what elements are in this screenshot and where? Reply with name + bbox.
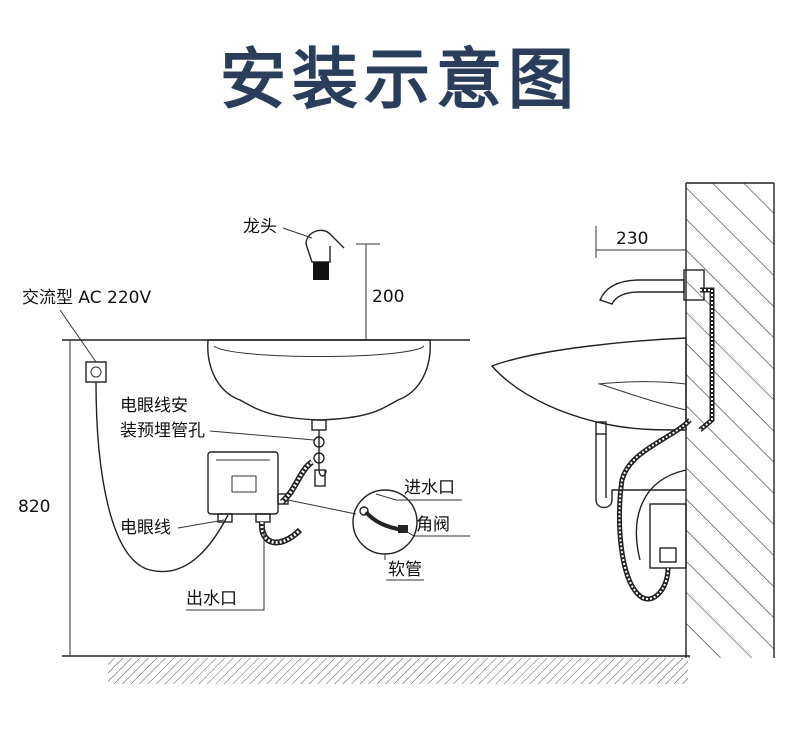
outlet-label: 出水口 — [186, 589, 237, 609]
side-faucet — [599, 279, 685, 305]
faucet-neck — [305, 243, 331, 263]
inlet-label: 进水口 — [404, 478, 455, 498]
dimension-230-label: 230 — [616, 229, 648, 249]
side-drain-fitting — [595, 421, 607, 435]
drain-nut-2 — [313, 452, 325, 464]
braided-hose-low — [258, 521, 303, 546]
sensor-pipe-label-line2: 装预埋管孔 — [120, 421, 205, 441]
faucet-leader-line — [282, 227, 313, 239]
side-control-box-port — [659, 547, 677, 563]
basin-rim — [213, 345, 425, 357]
dimension-200-label: 200 — [372, 287, 404, 307]
inlet-leader — [375, 493, 462, 501]
wall-pipe-pattern — [699, 289, 713, 431]
wall-hatch — [686, 183, 774, 658]
power-cable — [95, 381, 229, 573]
floor-hatch — [108, 658, 688, 684]
side-basin-inner — [597, 381, 687, 385]
basin-front — [207, 339, 431, 421]
drain-fitting — [311, 419, 327, 431]
control-box-foot-left — [217, 513, 233, 523]
control-box — [207, 451, 279, 515]
faucet-body — [305, 229, 345, 249]
drain-trap — [314, 469, 326, 487]
sensor-wire-label: 电眼线 — [120, 518, 171, 538]
sensor-pipe-label-line1: 电眼线安 — [120, 396, 188, 416]
side-basin-bracket — [599, 383, 687, 411]
power-leader-line — [59, 309, 97, 363]
braided-hose-low-pattern — [260, 521, 302, 544]
side-sensor-wire — [635, 469, 687, 561]
hose-label: 软管 — [388, 560, 422, 580]
power-outlet-icon — [85, 361, 107, 383]
page-title: 安装示意图 — [220, 41, 580, 118]
sensor-wire-leader — [177, 519, 225, 529]
sensor-pipe-leader — [209, 430, 315, 441]
control-box-foot-right — [255, 513, 271, 523]
faucet-spout-icon — [313, 262, 329, 280]
detail-callout-line — [287, 499, 357, 515]
dimension-820-label: 820 — [18, 497, 50, 517]
side-basin — [490, 337, 687, 431]
power-label: 交流型 AC 220V — [22, 288, 151, 308]
control-box-window — [231, 475, 257, 493]
detail-fitting — [398, 525, 408, 533]
angle-valve-label: 角阀 — [416, 515, 450, 535]
side-hose — [616, 418, 692, 602]
side-control-box — [649, 503, 687, 569]
outlet-leader — [186, 522, 265, 611]
side-drain-pipe — [595, 434, 686, 509]
power-outlet-socket — [90, 366, 102, 378]
detail-angle-valve-icon — [359, 506, 369, 516]
angle-valve-leader — [403, 529, 470, 537]
faucet-label: 龙头 — [243, 217, 277, 237]
braided-hose-up-pattern — [280, 460, 313, 504]
drain-nut — [313, 436, 325, 448]
side-faucet-wall-plate — [683, 269, 705, 301]
